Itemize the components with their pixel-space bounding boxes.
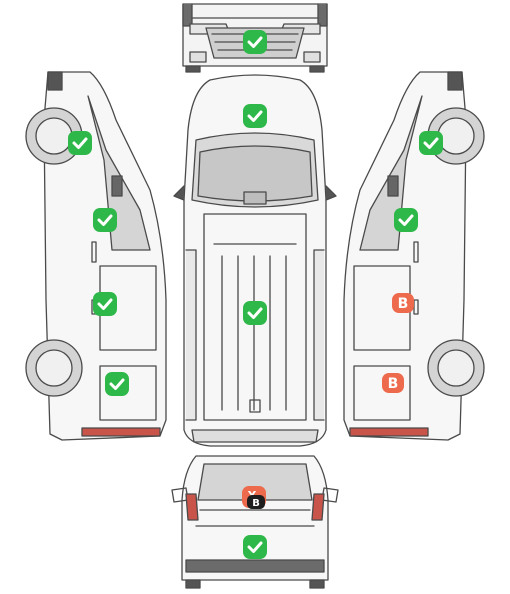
damage-b-icon: B <box>392 293 414 313</box>
damage-code-label: B <box>388 376 399 392</box>
panel-right-sliding-door-damage[interactable]: B <box>391 292 415 314</box>
panel-left-rear-quarter-check[interactable] <box>104 371 130 397</box>
check-icon <box>105 372 129 396</box>
top-view <box>173 74 337 447</box>
damage-yb-icon: Y B <box>242 486 266 509</box>
panel-right-front-door-check[interactable] <box>393 207 419 233</box>
damage-b-icon: B <box>382 373 404 393</box>
damage-code-label: B <box>398 296 409 312</box>
panel-left-front-wheel-check[interactable] <box>67 130 93 156</box>
panel-hood-check[interactable] <box>242 103 268 129</box>
check-icon <box>68 131 92 155</box>
panel-left-front-door-check[interactable] <box>92 207 118 233</box>
check-icon <box>243 301 267 325</box>
svg-text:B: B <box>252 498 260 509</box>
rear-view <box>171 455 339 589</box>
check-icon <box>243 30 267 54</box>
check-icon <box>93 208 117 232</box>
check-icon <box>394 208 418 232</box>
right-side-view <box>343 71 485 441</box>
panel-front-check[interactable] <box>242 29 268 55</box>
panel-left-sliding-door-check[interactable] <box>92 291 118 317</box>
check-icon <box>243 535 267 559</box>
panel-right-rear-quarter-damage[interactable]: B <box>381 372 405 394</box>
check-icon <box>243 104 267 128</box>
left-side-view <box>25 71 167 441</box>
panel-right-front-wheel-check[interactable] <box>418 130 444 156</box>
panel-rear-window-damage[interactable]: Y B <box>241 485 269 511</box>
check-icon <box>419 131 443 155</box>
panel-rear-bumper-check[interactable] <box>242 534 268 560</box>
check-icon <box>93 292 117 316</box>
panel-roof-check[interactable] <box>242 300 268 326</box>
